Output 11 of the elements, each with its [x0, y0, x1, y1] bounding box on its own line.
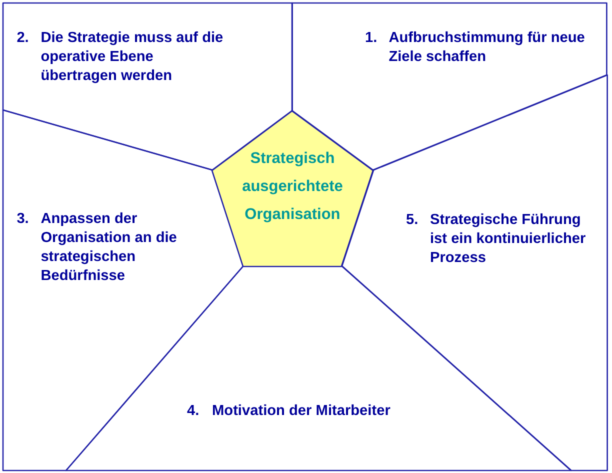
segment-label: Die Strategie muss auf die operative Ebene übertragen werden: [40, 29, 224, 86]
list-number: 2.: [16, 29, 29, 48]
list-number: 1.: [364, 29, 378, 48]
center-label: Strategisch ausgerichtete Organisation: [241, 149, 344, 225]
segment-label: Motivation der Mitarbeiter: [212, 402, 390, 422]
list-number: 5.: [406, 211, 418, 230]
list-number: 4.: [187, 402, 200, 422]
segment-label: Strategische Führung ist ein kontinuierlicher Prozess: [430, 211, 587, 268]
segment-label: Aufbruchstimmung für neue Ziele schaffen: [388, 29, 586, 68]
segment-label: Anpassen der Organisation an die strategischen Bedürfnisse: [40, 210, 178, 286]
list-number: 3.: [16, 210, 29, 230]
